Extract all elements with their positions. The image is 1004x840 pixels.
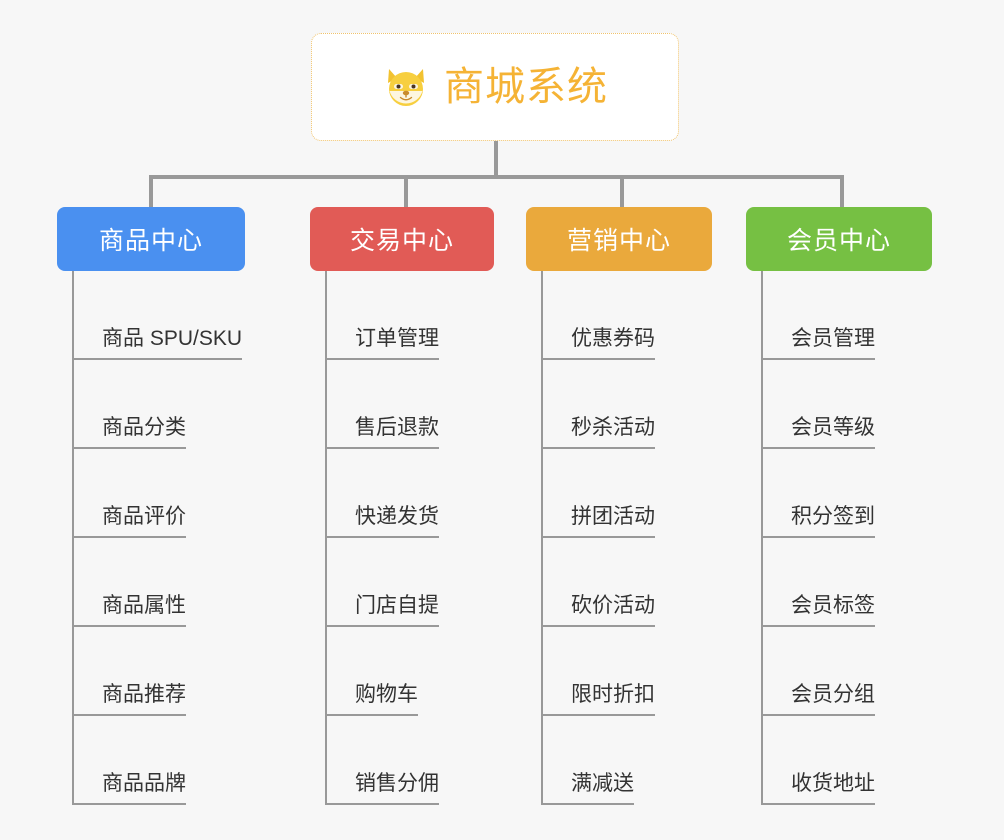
connector-stem: [494, 141, 498, 177]
leaf-label: 砍价活动: [541, 595, 655, 627]
leaf-label: 积分签到: [761, 506, 875, 538]
branch-header-label-2: 交易中心: [349, 227, 454, 255]
leaf-item[interactable]: 购物车: [325, 627, 494, 716]
leaf-label: 快递发货: [325, 506, 439, 538]
leaf-item[interactable]: 会员等级: [761, 360, 932, 449]
leaf-spine-4: [761, 271, 763, 805]
leaf-label: 拼团活动: [541, 506, 655, 538]
leaf-item[interactable]: 商品分类: [72, 360, 245, 449]
leaf-item[interactable]: 会员分组: [761, 627, 932, 716]
leaf-spine-3: [541, 271, 543, 805]
leaf-item[interactable]: 拼团活动: [541, 449, 712, 538]
leaf-item[interactable]: 砍价活动: [541, 538, 712, 627]
leaf-label: 会员标签: [761, 595, 875, 627]
leaf-item[interactable]: 门店自提: [325, 538, 494, 627]
leaf-item[interactable]: 会员管理: [761, 271, 932, 360]
leaf-spine-2: [325, 271, 327, 805]
leaf-item[interactable]: 会员标签: [761, 538, 932, 627]
leaf-label: 满减送: [541, 773, 634, 805]
branch-trade-center: 交易中心 订单管理 售后退款 快递发货 门店自提 购物车 销售分佣: [310, 207, 494, 805]
leaf-item[interactable]: 收货地址: [761, 716, 932, 805]
leaf-label: 秒杀活动: [541, 417, 655, 449]
dog-face-emoji: [382, 63, 430, 111]
leaf-label: 商品评价: [72, 506, 186, 538]
leaf-label: 收货地址: [761, 773, 875, 805]
root-title: 商城系统: [444, 65, 608, 109]
leaf-item[interactable]: 优惠券码: [541, 271, 712, 360]
leaf-list-1: 商品 SPU/SKU 商品分类 商品评价 商品属性 商品推荐 商品品牌: [57, 271, 245, 805]
branch-marketing-center: 营销中心 优惠券码 秒杀活动 拼团活动 砍价活动 限时折扣 满减送: [526, 207, 712, 805]
leaf-item[interactable]: 快递发货: [325, 449, 494, 538]
leaf-label: 购物车: [325, 684, 418, 716]
leaf-item[interactable]: 积分签到: [761, 449, 932, 538]
leaf-label: 销售分佣: [325, 773, 439, 805]
leaf-label: 商品分类: [72, 417, 186, 449]
leaf-spine-1: [72, 271, 74, 805]
leaf-item[interactable]: 商品属性: [72, 538, 245, 627]
leaf-item[interactable]: 订单管理: [325, 271, 494, 360]
connector-drop-2: [404, 177, 408, 208]
leaf-label: 限时折扣: [541, 684, 655, 716]
leaf-label: 商品品牌: [72, 773, 186, 805]
leaf-item[interactable]: 满减送: [541, 716, 712, 805]
branch-header-2[interactable]: 交易中心: [310, 207, 494, 271]
leaf-label: 商品 SPU/SKU: [72, 328, 243, 360]
branch-product-center: 商品中心 商品 SPU/SKU 商品分类 商品评价 商品属性 商品推荐 商品品牌: [57, 207, 245, 805]
leaf-list-3: 优惠券码 秒杀活动 拼团活动 砍价活动 限时折扣 满减送: [526, 271, 712, 805]
leaf-item[interactable]: 限时折扣: [541, 627, 712, 716]
branch-header-3[interactable]: 营销中心: [526, 207, 712, 271]
leaf-label: 会员管理: [761, 328, 875, 360]
leaf-item[interactable]: 商品评价: [72, 449, 245, 538]
connector-drop-4: [840, 177, 844, 208]
branch-header-1[interactable]: 商品中心: [57, 207, 245, 271]
leaf-label: 会员等级: [761, 417, 875, 449]
connector-drop-1: [149, 177, 153, 208]
connector-drop-3: [620, 177, 624, 208]
leaf-item[interactable]: 秒杀活动: [541, 360, 712, 449]
leaf-item[interactable]: 商品推荐: [72, 627, 245, 716]
leaf-label: 售后退款: [325, 417, 439, 449]
leaf-item[interactable]: 销售分佣: [325, 716, 494, 805]
branch-header-label-4: 会员中心: [786, 227, 891, 255]
branch-header-label-1: 商品中心: [98, 227, 203, 255]
branch-member-center: 会员中心 会员管理 会员等级 积分签到 会员标签 会员分组 收货地址: [746, 207, 932, 805]
leaf-label: 商品属性: [72, 595, 186, 627]
leaf-label: 商品推荐: [72, 684, 186, 716]
leaf-item[interactable]: 商品品牌: [72, 716, 245, 805]
branch-header-4[interactable]: 会员中心: [746, 207, 932, 271]
leaf-list-4: 会员管理 会员等级 积分签到 会员标签 会员分组 收货地址: [746, 271, 932, 805]
leaf-label: 会员分组: [761, 684, 875, 716]
leaf-label: 优惠券码: [541, 328, 655, 360]
branch-header-label-3: 营销中心: [566, 227, 671, 255]
leaf-item[interactable]: 售后退款: [325, 360, 494, 449]
root-node[interactable]: 商城系统: [311, 33, 679, 141]
leaf-list-2: 订单管理 售后退款 快递发货 门店自提 购物车 销售分佣: [310, 271, 494, 805]
connector-horizontal-bar: [149, 175, 844, 179]
leaf-item[interactable]: 商品 SPU/SKU: [72, 271, 245, 360]
leaf-label: 订单管理: [325, 328, 439, 360]
leaf-label: 门店自提: [325, 595, 439, 627]
